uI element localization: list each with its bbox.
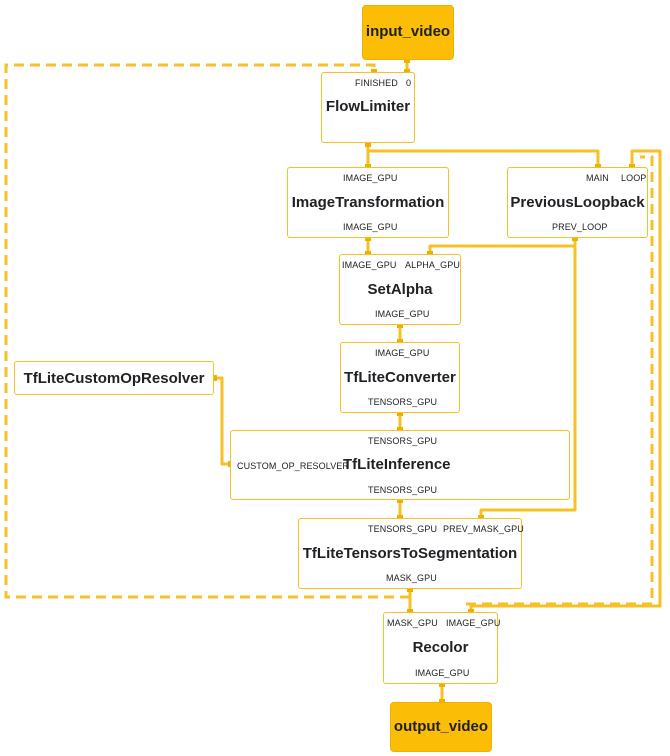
port-main: MAIN [586, 173, 609, 183]
port-image-gpu-out: IMAGE_GPU [415, 668, 470, 678]
node-recolor[interactable]: MASK_GPU IMAGE_GPU Recolor IMAGE_GPU [383, 612, 501, 684]
node-tfliteconverter[interactable]: IMAGE_GPU TfLiteConverter TENSORS_GPU [340, 342, 460, 413]
port-image-gpu-in: IMAGE_GPU [446, 618, 501, 628]
port-image-gpu-in: IMAGE_GPU [343, 173, 398, 183]
node-title: output_video [393, 718, 489, 735]
node-title: FlowLimiter [325, 98, 411, 115]
port-0: 0 [406, 78, 412, 88]
node-title: ImageTransformation [291, 194, 445, 211]
node-title: TfLiteConverter [344, 369, 456, 386]
port-tensors-gpu-out: TENSORS_GPU [368, 485, 438, 495]
node-title: TfLiteTensorsToSegmentation [302, 545, 518, 562]
port-tensors-gpu-in: TENSORS_GPU [368, 524, 438, 534]
node-title: input_video [365, 23, 451, 40]
node-output-video[interactable]: output_video [390, 702, 492, 752]
port-finished: FINISHED [355, 78, 398, 88]
port-image-gpu-in: IMAGE_GPU [342, 260, 397, 270]
node-input-video[interactable]: input_video [362, 5, 454, 60]
port-loop: LOOP [621, 173, 647, 183]
node-setalpha[interactable]: IMAGE_GPU ALPHA_GPU SetAlpha IMAGE_GPU [339, 254, 461, 325]
node-title: TfLiteCustomOpResolver [23, 370, 205, 387]
node-title: SetAlpha [367, 281, 433, 298]
port-alpha-gpu: ALPHA_GPU [405, 260, 460, 270]
edge-loopback-to-setalpha [428, 238, 577, 254]
port-tensors-gpu-in: TENSORS_GPU [368, 436, 438, 446]
port-prev-loop: PREV_LOOP [552, 222, 608, 232]
port-prev-mask-gpu: PREV_MASK_GPU [443, 524, 524, 534]
node-imagetransformation[interactable]: IMAGE_GPU ImageTransformation IMAGE_GPU [287, 167, 449, 238]
node-tflitecustomopresolver[interactable]: TfLiteCustomOpResolver [14, 361, 214, 395]
port-custom-op-resolver: CUSTOM_OP_RESOLVER [237, 461, 349, 471]
edge-loop-dashed [466, 155, 654, 606]
port-image-gpu-out: IMAGE_GPU [343, 222, 398, 232]
port-mask-gpu-out: MASK_GPU [386, 573, 437, 583]
node-tflitetensorstosegmentation[interactable]: TENSORS_GPU PREV_MASK_GPU TfLiteTensorsT… [298, 518, 524, 589]
port-mask-gpu-in: MASK_GPU [387, 618, 438, 628]
edge-resolver-to-inference [214, 376, 231, 466]
node-title: TfLiteInference [343, 456, 451, 473]
port-image-gpu-in: IMAGE_GPU [375, 348, 430, 358]
node-title: PreviousLoopback [510, 194, 645, 211]
node-tfliteinference[interactable]: TENSORS_GPU CUSTOM_OP_RESOLVER TfLiteInf… [230, 430, 570, 500]
edge-loopback-to-segmentation [479, 246, 577, 518]
edge-finished-backedge [4, 63, 410, 599]
port-image-gpu-out: IMAGE_GPU [375, 309, 430, 319]
node-previousloopback[interactable]: MAIN LOOP PreviousLoopback PREV_LOOP [507, 167, 648, 238]
port-tensors-gpu-out: TENSORS_GPU [368, 397, 438, 407]
edge-recolor-to-loopback-loop [469, 149, 662, 612]
node-title: Recolor [412, 639, 469, 656]
node-flowlimiter[interactable]: FINISHED 0 FlowLimiter [321, 72, 415, 143]
edge-flowlimiter-to-previousloopback [368, 149, 600, 167]
